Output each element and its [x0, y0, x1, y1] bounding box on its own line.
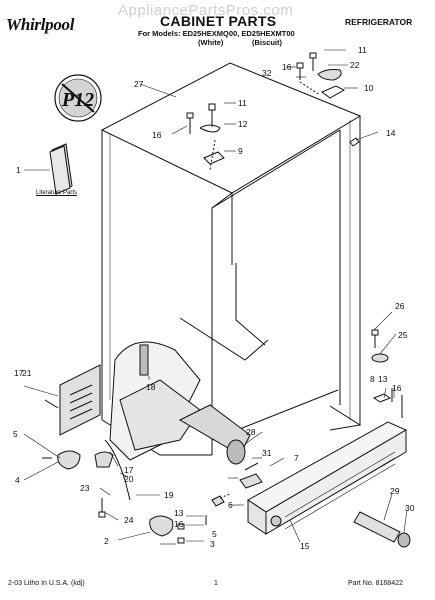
callout-25: 25	[398, 330, 408, 340]
callout-11-top: 11	[358, 45, 367, 55]
callout-32: 32	[262, 68, 272, 78]
callout-16-bottom: 16	[174, 519, 184, 529]
base-grille	[247, 421, 408, 535]
callout-16-top: 16	[282, 62, 292, 72]
callout-13-bottom: 13	[174, 508, 184, 518]
callout-16-right: 16	[392, 383, 402, 393]
callout-6: 6	[228, 500, 233, 510]
callout-10: 10	[364, 83, 374, 93]
callout-1: 1	[16, 165, 21, 175]
callout-7: 7	[294, 453, 299, 463]
callout-5: 5	[212, 529, 217, 539]
p12-badge	[54, 74, 102, 122]
bottom-brackets	[205, 462, 263, 525]
callout-3: 3	[210, 539, 215, 549]
callout-13-right: 13	[378, 374, 388, 384]
callout-18: 18	[146, 382, 156, 392]
callout-16-cabinet: 16	[152, 130, 162, 140]
callout-28: 28	[246, 427, 256, 437]
callout-21: 21	[22, 368, 32, 378]
callout-17-mid: 17	[124, 465, 134, 475]
callout-8: 8	[370, 374, 375, 384]
callout-20: 20	[124, 474, 134, 484]
model-numbers: For Models: ED25HEXMQ00, ED25HEXMT00	[138, 29, 295, 38]
callout-24: 24	[124, 515, 134, 525]
variant-biscuit: (Biscuit)	[252, 38, 282, 47]
machine-compartment	[42, 341, 251, 544]
callout-5b: 5	[13, 429, 18, 439]
variant-white: (White)	[198, 38, 224, 47]
callout-15: 15	[300, 541, 310, 551]
page-title: CABINET PARTS	[160, 13, 277, 29]
leader-lines	[23, 49, 408, 545]
callout-4: 4	[15, 475, 20, 485]
callout-9: 9	[238, 146, 243, 156]
p12-badge-label: P12	[61, 89, 94, 111]
callout-17-left: 17	[14, 368, 24, 378]
callout-19: 19	[164, 490, 174, 500]
callout-12: 12	[238, 119, 248, 129]
callout-31: 31	[262, 448, 272, 458]
lower-hinge-parts	[371, 329, 403, 418]
literature-booklet	[49, 143, 73, 195]
callout-30: 30	[405, 503, 415, 513]
upper-hinge-parts	[186, 52, 360, 171]
callout-27: 27	[134, 79, 144, 89]
callout-14: 14	[386, 128, 396, 138]
water-filter	[353, 511, 411, 548]
footer-part-number: Part No. 8168422	[348, 580, 403, 587]
literature-parts-label: Literature Parts	[36, 190, 78, 196]
callout-26: 26	[395, 301, 405, 311]
callout-11-cabinet: 11	[238, 98, 247, 108]
callout-2: 2	[104, 536, 109, 546]
callout-23: 23	[80, 483, 90, 493]
footer-litho: 2-03 Litho In U.S.A. (kdj)	[8, 580, 85, 587]
footer-page-number: 1	[214, 580, 218, 587]
cabinet-shell	[100, 62, 362, 456]
watermark-text: AppliancePartsPros.com	[118, 2, 294, 19]
callout-29: 29	[390, 486, 400, 496]
brand-logo: Whirlpool	[6, 15, 75, 34]
appliance-category: REFRIGERATOR	[345, 17, 413, 27]
callout-22: 22	[350, 60, 360, 70]
